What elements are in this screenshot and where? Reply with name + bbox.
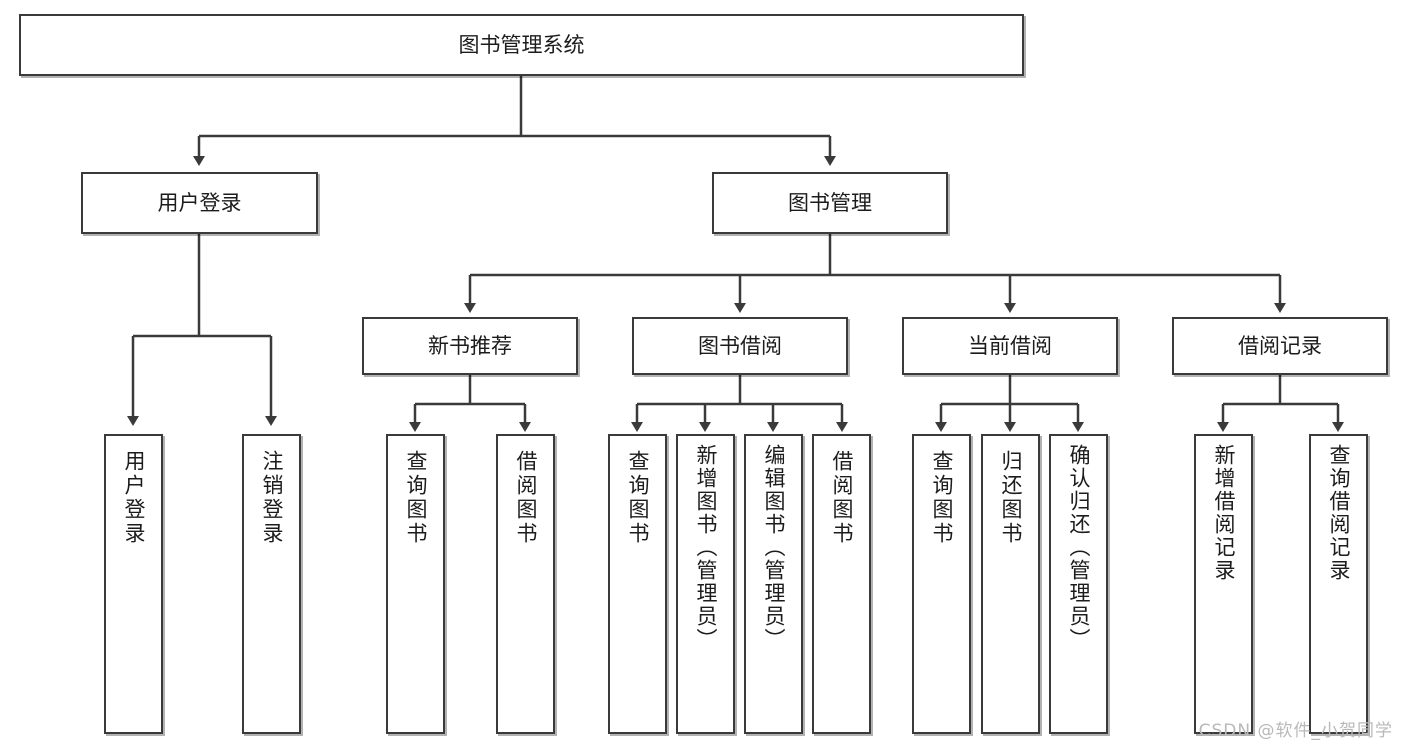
watermark: CSDN @软件_小贺同学 [1198,721,1393,741]
leaf-borrow-add-book-label: 新增图书（管理员） [694,444,718,651]
leaf-borrow-borrow-book-label: 借阅图书 [830,450,854,546]
leaf-current-query-book-label: 查询图书 [930,450,954,546]
leaf-record-query-record-label: 查询借阅记录 [1327,444,1351,582]
leaf-user-login-login-label: 用户登录 [122,450,146,546]
node-current-borrow[interactable]: 当前借阅 [902,317,1118,375]
node-new-book-recommend-label: 新书推荐 [428,333,512,358]
leaf-record-query-record[interactable]: 查询借阅记录 [1309,434,1368,734]
leaf-recommend-query-book[interactable]: 查询图书 [386,434,445,734]
leaf-borrow-borrow-book[interactable]: 借阅图书 [812,434,871,734]
leaf-current-query-book[interactable]: 查询图书 [912,434,971,734]
leaf-recommend-borrow-book-label: 借阅图书 [514,450,538,546]
node-borrow-record-label: 借阅记录 [1238,333,1322,358]
node-user-login[interactable]: 用户登录 [81,172,318,234]
node-book-borrow-label: 图书借阅 [698,333,782,358]
leaf-borrow-edit-book[interactable]: 编辑图书（管理员） [744,434,803,734]
leaf-current-return-book[interactable]: 归还图书 [981,434,1040,734]
node-new-book-recommend[interactable]: 新书推荐 [362,317,578,375]
leaf-current-confirm-return[interactable]: 确认归还（管理员） [1049,434,1108,734]
leaf-user-login-logout-label: 注销登录 [260,450,284,546]
leaf-user-login-login[interactable]: 用户登录 [104,434,163,734]
leaf-current-confirm-return-label: 确认归还（管理员） [1067,444,1091,651]
leaf-current-return-book-label: 归还图书 [999,450,1023,546]
leaf-borrow-edit-book-label: 编辑图书（管理员） [762,444,786,651]
node-current-borrow-label: 当前借阅 [968,333,1052,358]
node-user-login-label: 用户登录 [157,190,242,215]
leaf-borrow-add-book[interactable]: 新增图书（管理员） [676,434,735,734]
leaf-record-add-record[interactable]: 新增借阅记录 [1194,434,1253,734]
node-book-borrow[interactable]: 图书借阅 [632,317,848,375]
node-book-management[interactable]: 图书管理 [712,172,948,234]
node-borrow-record[interactable]: 借阅记录 [1172,317,1388,375]
leaf-recommend-borrow-book[interactable]: 借阅图书 [496,434,555,734]
leaf-borrow-query-book[interactable]: 查询图书 [608,434,667,734]
node-book-management-label: 图书管理 [788,190,872,215]
leaf-recommend-query-book-label: 查询图书 [404,450,428,546]
leaf-record-add-record-label: 新增借阅记录 [1212,444,1236,582]
node-root[interactable]: 图书管理系统 [19,14,1024,76]
leaf-borrow-query-book-label: 查询图书 [626,450,650,546]
leaf-user-login-logout[interactable]: 注销登录 [242,434,301,734]
node-root-label: 图书管理系统 [458,32,585,57]
